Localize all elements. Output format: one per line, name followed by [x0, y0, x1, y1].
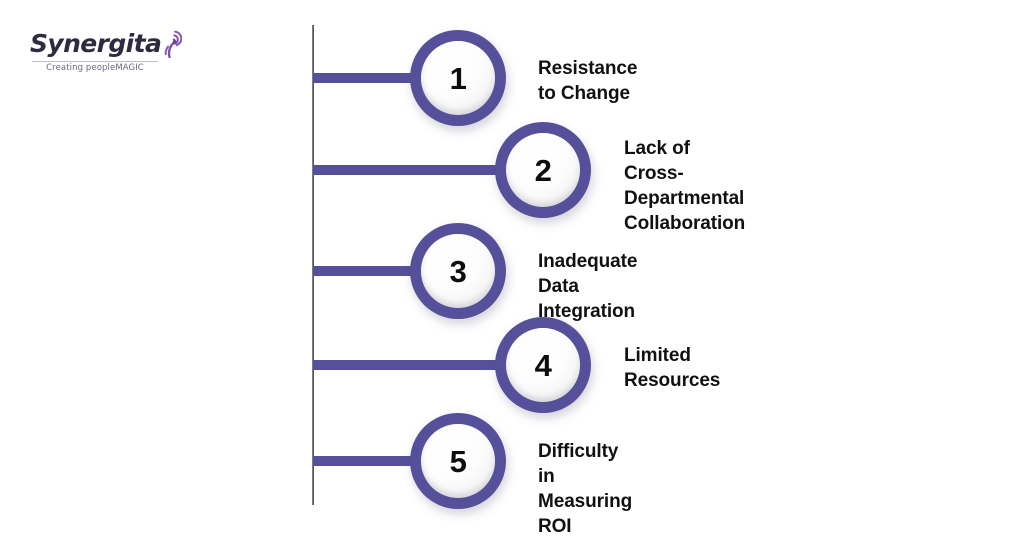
- step-number: 4: [534, 347, 552, 383]
- step-label: Difficulty in Measuring ROI: [538, 441, 633, 536]
- step-number-bubble[interactable]: 2: [495, 122, 591, 218]
- brand-name: Synergita: [30, 29, 162, 58]
- logo-wordmark-row: Synergita: [30, 29, 183, 60]
- brand-tagline: Creating peopleMAGIC: [46, 63, 144, 73]
- bubble-inner-disc: 3: [421, 234, 495, 308]
- bubble-inner-disc: 2: [506, 133, 580, 207]
- swirl-fingerprint-icon: [162, 30, 183, 58]
- step-number: 3: [449, 253, 467, 289]
- step-number: 1: [449, 60, 467, 96]
- step-number: 2: [534, 152, 552, 188]
- bubble-inner-disc: 4: [506, 328, 580, 402]
- bubble-inner-disc: 1: [421, 41, 495, 115]
- brand-logo: Synergita Creating peopleMAGIC: [30, 29, 183, 82]
- step-number: 5: [449, 443, 467, 479]
- step-connector: [313, 360, 503, 370]
- logo-divider: [32, 61, 158, 62]
- step-label: Limited Resources: [624, 345, 721, 391]
- step-label: Lack of Cross-Departmental Collaboration: [624, 138, 746, 234]
- step-number-bubble[interactable]: 1: [410, 30, 506, 126]
- step-connector: [313, 456, 418, 466]
- step-label: Resistance to Change: [538, 58, 638, 104]
- step-connector: [313, 266, 418, 276]
- timeline-spine: [312, 25, 314, 505]
- step-number-bubble[interactable]: 3: [410, 223, 506, 319]
- step-number-bubble[interactable]: 5: [410, 413, 506, 509]
- step-connector: [313, 165, 503, 175]
- step-connector: [313, 73, 418, 83]
- step-label: Inadequate Data Integration: [538, 251, 638, 322]
- step-number-bubble[interactable]: 4: [495, 317, 591, 413]
- bubble-inner-disc: 5: [421, 424, 495, 498]
